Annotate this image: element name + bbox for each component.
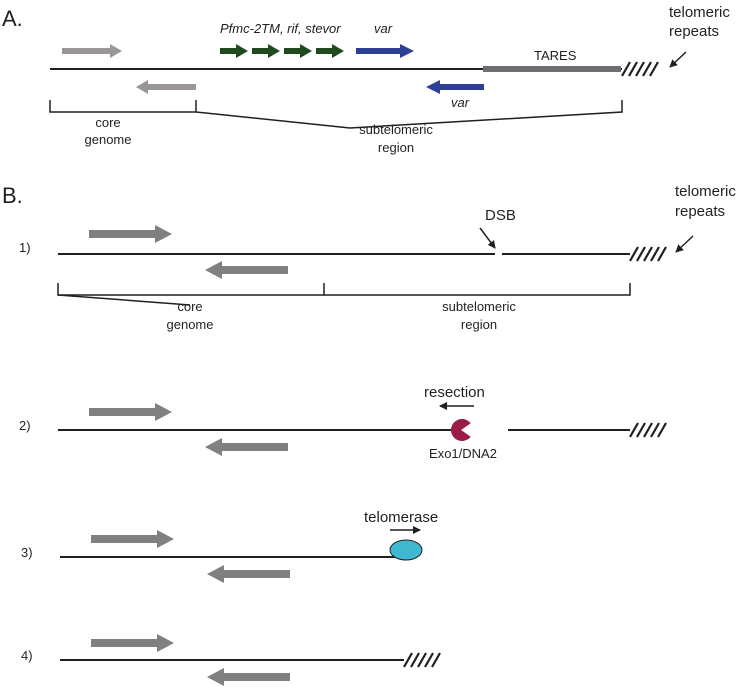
- panel-a-core-bracket: [49, 100, 197, 113]
- gene-arrow-1: [220, 44, 248, 58]
- enzyme-label: Exo1/DNA2: [429, 446, 497, 461]
- dsb-label: DSB: [485, 207, 516, 224]
- panel-b-telomeric-label-2: repeats: [675, 203, 725, 220]
- telomerase-enzyme: [389, 539, 423, 561]
- panel-a-telomere-pointer: [669, 51, 687, 68]
- step-1-telomere-hatch: [629, 246, 667, 262]
- panel-a-telomere-hatch: [621, 61, 659, 77]
- step-1-core-label-1: core: [177, 299, 202, 314]
- step-4-number: 4): [21, 648, 33, 663]
- step-4-telomere-hatch: [403, 652, 441, 668]
- tares-label: TARES: [534, 48, 577, 63]
- step-1-core-arrow-reverse: [205, 261, 288, 279]
- step-3: 3) telomerase: [21, 509, 438, 583]
- step-2: 2) resection Exo1/DNA2: [19, 384, 667, 461]
- var-arrow-forward: [356, 44, 414, 58]
- panel-a: A. TARES telomeric repeats Pfmc-2TM, rif…: [2, 4, 730, 155]
- step-1-core-arrow-forward: [89, 225, 172, 243]
- panel-a-core-arrow-reverse: [136, 80, 196, 94]
- panel-a-subtel-bracket: [195, 100, 623, 129]
- var-top-label: var: [374, 21, 393, 36]
- var-arrow-reverse: [426, 80, 484, 94]
- step-1-core-bracket: [57, 283, 325, 296]
- panel-a-telomeric-label-2: repeats: [669, 23, 719, 40]
- gene-arrow-2: [252, 44, 280, 58]
- step-2-core-arrow-reverse: [205, 438, 288, 456]
- gene-arrow-4: [316, 44, 344, 58]
- panel-a-subtel-label-1: subtelomeric: [359, 122, 433, 137]
- step-3-core-arrow-reverse: [207, 565, 290, 583]
- step-1-core-label-2: genome: [167, 317, 214, 332]
- step-1-subtel-label-1: subtelomeric: [442, 299, 516, 314]
- step-1: 1) DSB core genome subtelomeric region: [19, 207, 667, 332]
- step-1-subtel-bracket: [324, 283, 631, 296]
- step-2-telomere-hatch: [629, 422, 667, 438]
- step-3-number: 3): [21, 545, 33, 560]
- step-1-core-brace-dip: [57, 294, 191, 306]
- panel-a-telomeric-label-1: telomeric: [669, 4, 730, 21]
- step-2-core-arrow-forward: [89, 403, 172, 421]
- step-3-core-arrow-forward: [91, 530, 174, 548]
- step-4: 4): [21, 634, 441, 686]
- panel-a-core-arrow-forward: [62, 44, 122, 58]
- exo-dna2-pacman: [450, 419, 471, 442]
- step-1-subtel-label-2: region: [461, 317, 497, 332]
- step-1-number: 1): [19, 240, 31, 255]
- step-2-number: 2): [19, 418, 31, 433]
- panel-a-core-label-1: core: [95, 115, 120, 130]
- var-bottom-label: var: [451, 95, 470, 110]
- panel-a-subtel-label-2: region: [378, 140, 414, 155]
- panel-b-telomere-pointer: [675, 235, 694, 253]
- tares-bar: [483, 66, 621, 72]
- panel-a-letter: A.: [2, 6, 23, 31]
- step-4-core-arrow-reverse: [207, 668, 290, 686]
- telomerase-label: telomerase: [364, 509, 438, 526]
- step-4-core-arrow-forward: [91, 634, 174, 652]
- panel-b-letter: B.: [2, 183, 23, 208]
- gene-family-label: Pfmc-2TM, rif, stevor: [220, 21, 341, 36]
- dsb-pointer: [479, 227, 496, 249]
- panel-b: B. telomeric repeats 1) DSB core: [2, 183, 736, 686]
- gene-arrow-3: [284, 44, 312, 58]
- panel-a-core-label-2: genome: [85, 132, 132, 147]
- panel-b-telomeric-label-1: telomeric: [675, 183, 736, 200]
- resection-label: resection: [424, 384, 485, 401]
